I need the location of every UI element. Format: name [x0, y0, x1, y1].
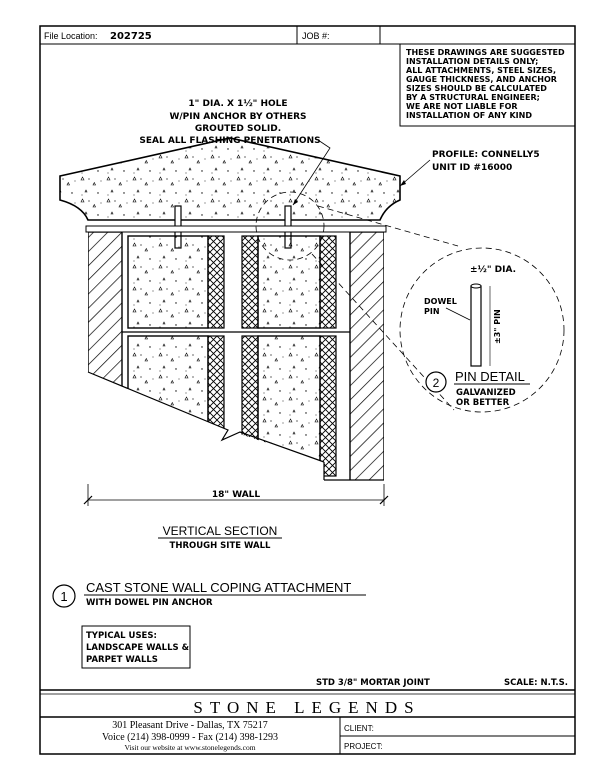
- hole-note-line: GROUTED SOLID.: [195, 124, 281, 134]
- main-subtitle: WITH DOWEL PIN ANCHOR: [86, 598, 213, 608]
- main-title-number-circle: [52, 584, 76, 608]
- typical-uses-line: PARPET WALLS: [86, 655, 158, 665]
- job-label: JOB #:: [302, 31, 330, 41]
- detail-callout-circle: [255, 191, 325, 261]
- pin-length-label: ±3" PIN: [493, 309, 502, 344]
- block-core: [257, 335, 321, 477]
- dowel-pin-drawing: [470, 285, 482, 367]
- dowel-label-1: DOWEL: [424, 297, 457, 306]
- block-web: [207, 335, 225, 477]
- project-label: PROJECT:: [344, 742, 383, 751]
- hole-note-line: 1" DIA. X 1½" HOLE: [188, 98, 287, 109]
- pin-detail-circle: [399, 247, 565, 413]
- notice-line: ALL ATTACHMENTS, STEEL SIZES,: [406, 66, 556, 75]
- wall-width-label: 18" WALL: [212, 490, 261, 500]
- notice-line: BY A STRUCTURAL ENGINEER;: [406, 93, 540, 102]
- break-line: [87, 371, 325, 463]
- main-title: CAST STONE WALL COPING ATTACHMENT: [86, 580, 351, 595]
- block-web: [241, 235, 259, 329]
- pin-detail-number-circle: [425, 371, 447, 393]
- scale-label: SCALE: N.T.S.: [504, 678, 568, 688]
- company-website: Visit our website at www.stonelegends.co…: [124, 743, 255, 752]
- mortar-joint-label: STD 3/8" MORTAR JOINT: [316, 678, 430, 688]
- block-web: [241, 335, 259, 477]
- section-title: VERTICAL SECTION: [163, 524, 278, 538]
- profile-unit: UNIT ID #16000: [432, 163, 512, 173]
- file-location-label: File Location:: [44, 31, 98, 41]
- mortar-bed: [85, 225, 387, 233]
- notice-line: SIZES SHOULD BE CALCULATED: [406, 84, 547, 93]
- company-address: 301 Pleasant Drive - Dallas, TX 75217: [112, 720, 268, 731]
- profile-name: PROFILE: CONNELLY5: [432, 150, 540, 160]
- dowel-label-2: PIN: [424, 307, 440, 316]
- main-title-number: 1: [60, 589, 67, 604]
- block-web: [319, 235, 337, 329]
- pin-detail-number: 2: [433, 376, 440, 390]
- section-subtitle: THROUGH SITE WALL: [170, 541, 271, 551]
- typical-uses-box: [81, 625, 191, 669]
- notice-line: INSTALLATION OF ANY KIND: [406, 111, 532, 120]
- file-location-value: 202725: [110, 31, 152, 42]
- notice-line: WE ARE NOT LIABLE FOR: [406, 102, 518, 111]
- wall-face-right: [349, 232, 384, 480]
- wall-section: [88, 232, 384, 480]
- pin-detail-title: PIN DETAIL: [455, 369, 525, 384]
- notice-text: THESE DRAWINGS ARE SUGGESTED INSTALLATIO…: [406, 48, 565, 120]
- typical-uses-line: TYPICAL USES:: [86, 631, 157, 641]
- client-label: CLIENT:: [344, 724, 374, 733]
- pin-detail-sub2: OR BETTER: [456, 398, 510, 408]
- block-web: [319, 335, 337, 477]
- block-web: [207, 235, 225, 329]
- notice-line: THESE DRAWINGS ARE SUGGESTED: [406, 48, 565, 57]
- notice-box: [399, 43, 576, 127]
- block-core: [127, 235, 209, 329]
- block-core: [127, 335, 209, 477]
- typical-uses-line: LANDSCAPE WALLS &: [86, 643, 190, 653]
- pin-dia-label: ±½" DIA.: [470, 264, 516, 275]
- sheet-border: [39, 25, 576, 755]
- block-core: [257, 235, 321, 329]
- company-name: STONE LEGENDS: [193, 698, 420, 717]
- coping-stone: [59, 137, 401, 221]
- notice-line: INSTALLATION DETAILS ONLY;: [406, 57, 538, 66]
- notice-line: GAUGE THICKNESS, AND ANCHOR: [406, 75, 557, 84]
- company-phone: Voice (214) 398-0999 - Fax (214) 398-129…: [102, 732, 278, 743]
- pin-detail-sub1: GALVANIZED: [456, 388, 516, 398]
- hole-note-line: W/PIN ANCHOR BY OTHERS: [169, 112, 306, 122]
- wall-face-left: [88, 232, 123, 480]
